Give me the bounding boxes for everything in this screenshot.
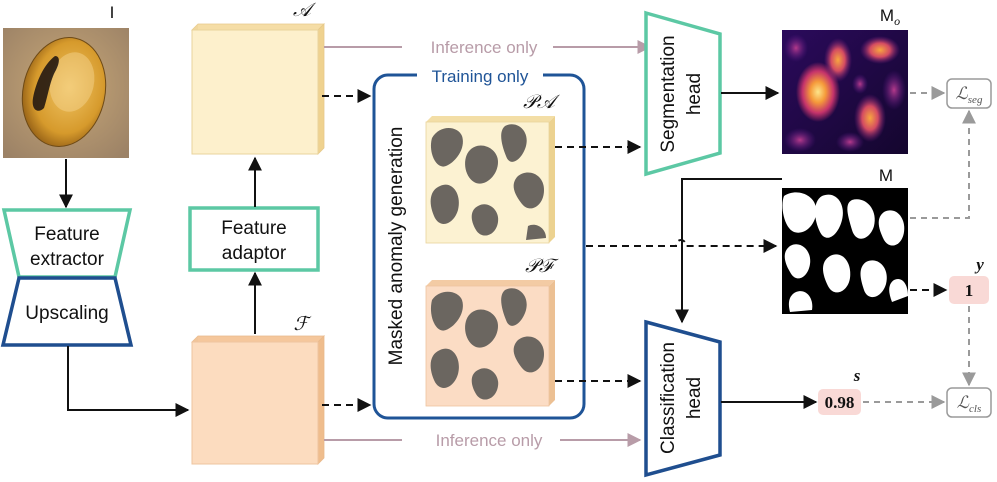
feature-adaptor-shape	[188, 206, 320, 272]
segmentation-head-label-line2: head	[684, 73, 705, 115]
masked-anomaly-generation-label: Masked anomaly generation	[386, 127, 407, 366]
adapted-features-cube: 𝒜	[191, 0, 325, 155]
score-badge: 0.98 s	[818, 366, 861, 415]
classification-head-shape	[644, 319, 722, 478]
inference-only-bottom-label: Inference only	[436, 431, 543, 450]
inference-only-top-label: Inference only	[431, 38, 538, 57]
upscaling-label: Upscaling	[25, 303, 108, 324]
segmentation-head-shape	[644, 10, 722, 177]
arrow-upscaling-to-features	[67, 346, 190, 417]
upscaling-block: Upscaling	[0, 276, 134, 347]
ground-truth-mask: M	[782, 166, 908, 314]
arrow-mask-to-loss-seg	[910, 109, 976, 219]
arrow-prediction-to-classification	[675, 178, 782, 324]
input-image-group: I	[3, 3, 129, 158]
features-label: ℱ	[294, 314, 312, 335]
feature-adaptor-block: Feature adaptor	[188, 206, 320, 272]
loss-cls-box: ℒcls	[946, 387, 992, 418]
features-cube: ℱ	[191, 314, 325, 465]
inference-only-bottom: Inference only	[324, 431, 642, 450]
capsule-defect	[32, 56, 59, 111]
pf-label: 𝒫ℱ	[525, 256, 559, 277]
pa-texture: 𝒫𝒜	[425, 92, 561, 244]
training-only-label: Training only	[432, 67, 529, 86]
feature-adaptor-label-line2: adaptor	[222, 243, 287, 264]
input-image-label: I	[110, 3, 115, 22]
feature-adaptor-label-line1: Feature	[221, 218, 286, 239]
label-y-badge: 1 y	[949, 255, 989, 304]
score-value: 0.98	[825, 393, 855, 412]
loss-seg-label: ℒseg	[956, 84, 983, 106]
inference-only-top: Inference only	[324, 38, 652, 57]
feature-extractor-label-line2: extractor	[30, 249, 105, 270]
pa-label: 𝒫𝒜	[523, 92, 561, 113]
label-y-label: y	[974, 255, 984, 274]
adapted-features-label: 𝒜	[293, 0, 317, 21]
predicted-mask-label: Mo	[880, 6, 900, 28]
classification-head-block: Classification head	[644, 319, 722, 478]
loss-cls-label: ℒcls	[957, 393, 981, 415]
loss-seg-box: ℒseg	[946, 78, 992, 109]
segmentation-head-label-line1: Segmentation	[658, 35, 679, 152]
feature-extractor-block: Feature extractor	[1, 208, 133, 279]
label-y-value: 1	[965, 281, 974, 300]
upscaling-shape	[0, 276, 134, 347]
segmentation-head-block: Segmentation head	[644, 10, 722, 177]
classification-head-label-line1: Classification	[658, 342, 679, 454]
pf-texture: 𝒫ℱ	[425, 256, 559, 407]
ground-truth-mask-label: M	[879, 166, 893, 185]
classification-head-label-line2: head	[684, 377, 705, 419]
score-label: s	[853, 366, 861, 385]
feature-extractor-label-line1: Feature	[34, 224, 99, 245]
predicted-mask-heatmap: Mo	[782, 6, 908, 154]
